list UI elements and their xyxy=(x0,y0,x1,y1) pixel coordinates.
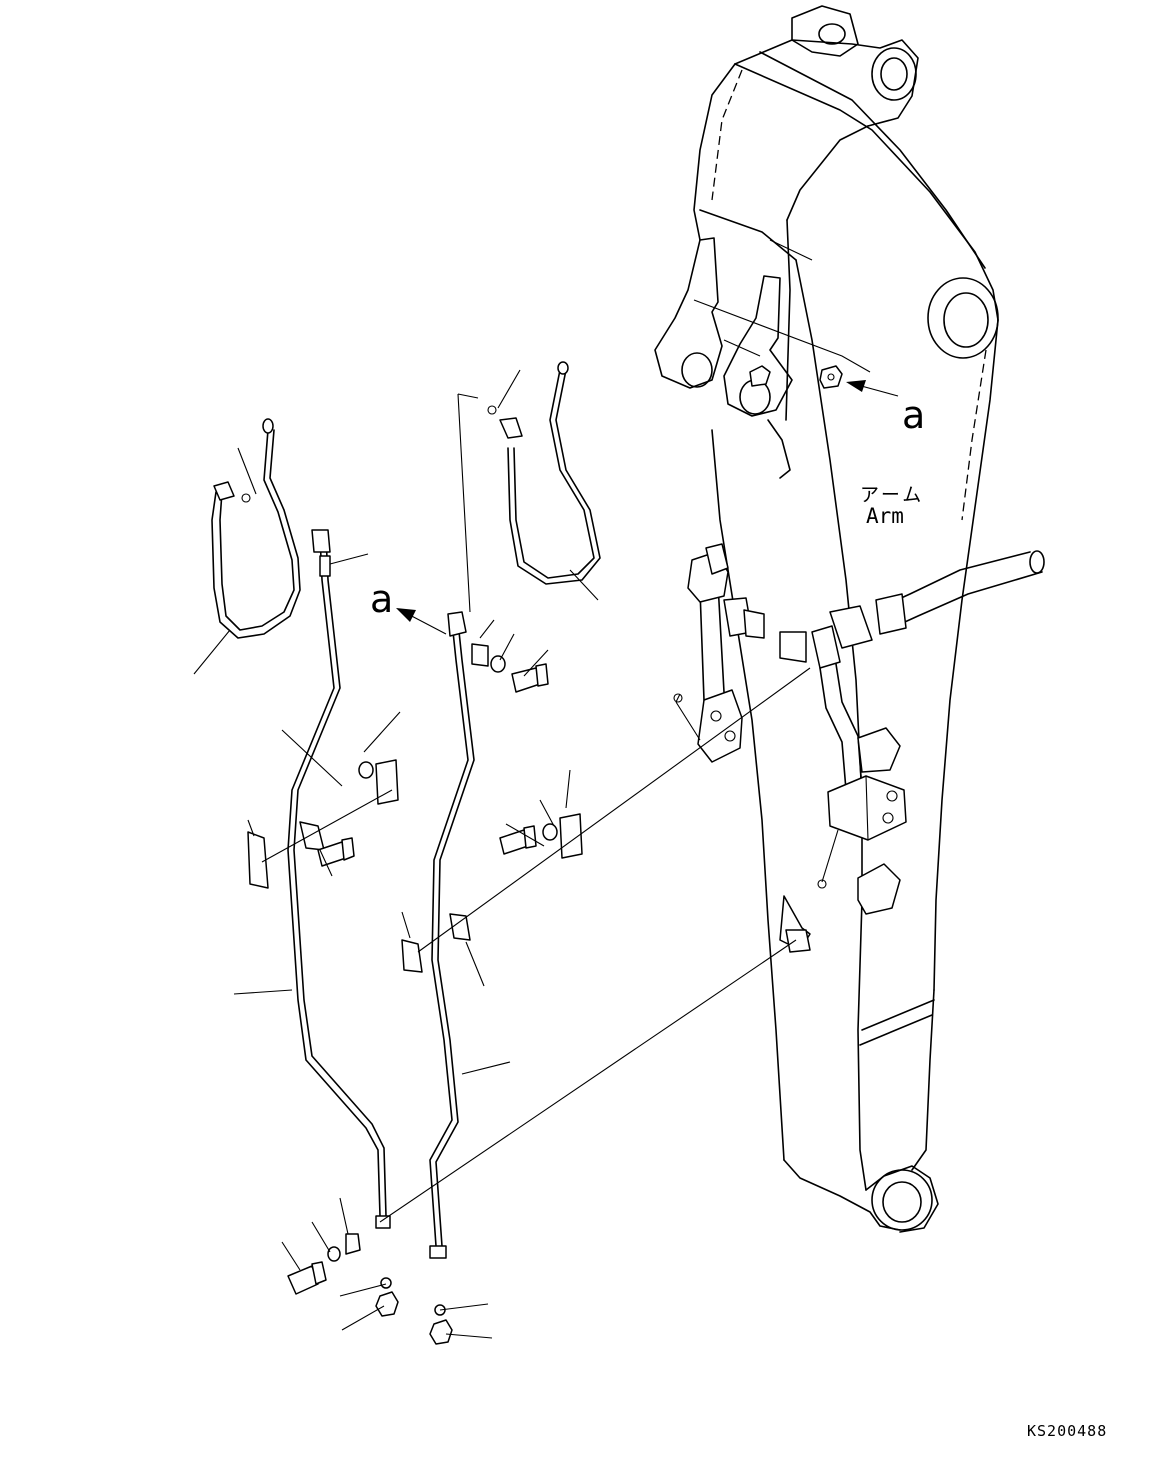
main-hose xyxy=(673,543,1045,889)
reference-arrows xyxy=(396,380,899,635)
reference-marker-a-right: a xyxy=(902,393,926,437)
arm-body xyxy=(654,5,999,1233)
assembly-lines xyxy=(261,239,871,1223)
left-pipe-assembly xyxy=(193,418,401,1331)
right-pipe-assembly xyxy=(401,361,601,1345)
arm-label-japanese: アーム xyxy=(860,484,925,506)
arm-label-english: Arm xyxy=(866,504,904,528)
drawing-code: KS200488 xyxy=(1027,1422,1108,1440)
arm-mounting-parts xyxy=(749,365,901,953)
reference-marker-a-left: a xyxy=(370,577,394,621)
